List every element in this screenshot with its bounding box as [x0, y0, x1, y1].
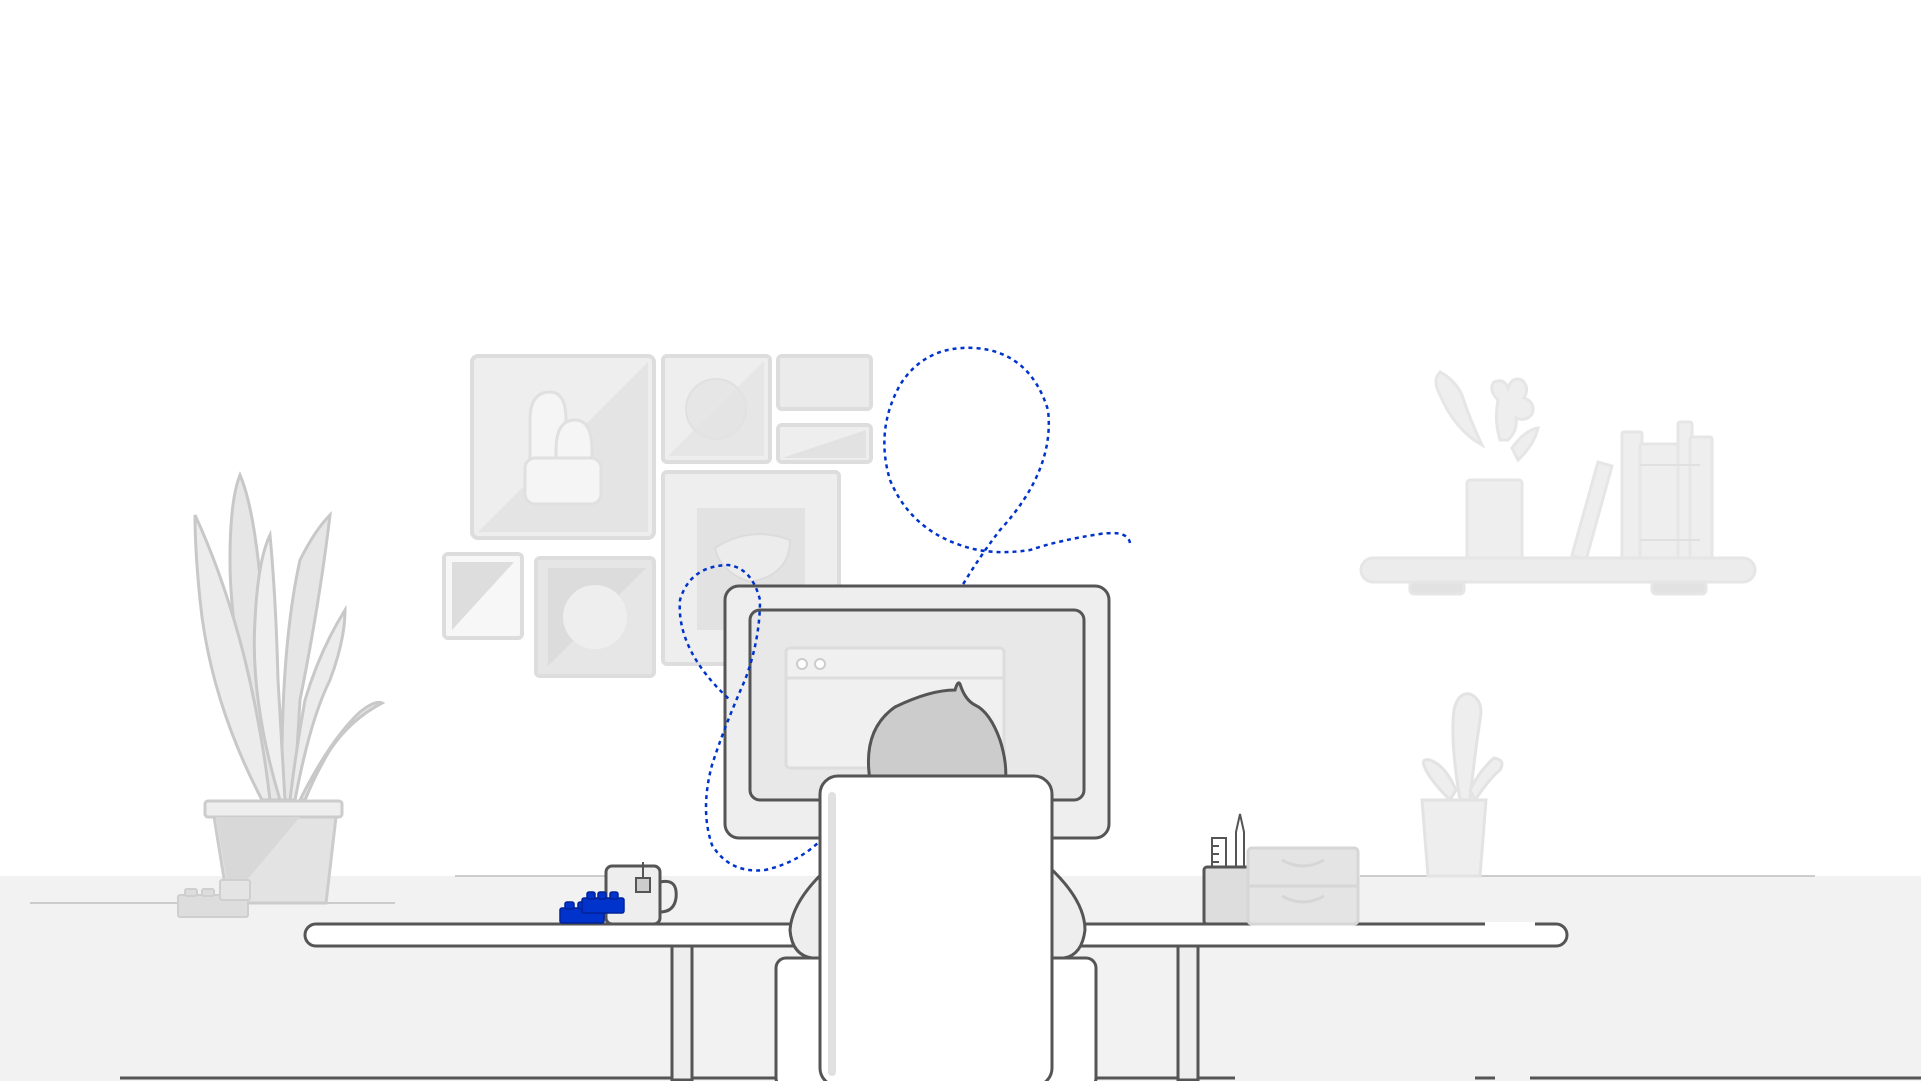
dotted-path-icon [678, 346, 1132, 872]
toy-bricks-icon [559, 891, 625, 924]
small-plant-icon [1420, 692, 1504, 878]
office-chair-icon [774, 774, 1098, 1081]
shelf-with-books-icon [1359, 370, 1757, 596]
person-head-icon [866, 681, 1008, 787]
pen-holder-icon [1202, 813, 1252, 926]
toy-brick-floor-icon [177, 879, 251, 918]
drawer-box-icon [1246, 846, 1360, 926]
potted-plant-icon [193, 471, 386, 905]
